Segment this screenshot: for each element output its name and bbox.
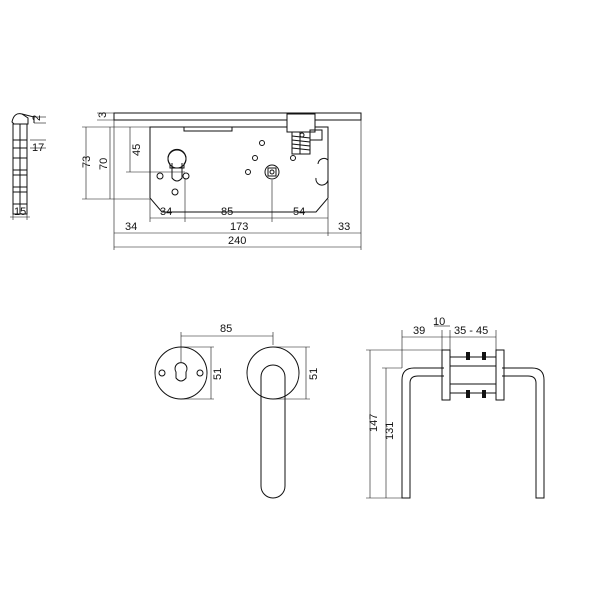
dim-side-width: 15 — [14, 206, 26, 218]
dim-row2-right: 33 — [338, 221, 350, 233]
dim-total: 240 — [228, 235, 246, 247]
side-profile-view: 2 17 15 — [10, 113, 46, 220]
dim-left: 34 — [160, 206, 172, 218]
dim-row2-left: 34 — [125, 221, 137, 233]
dim-131: 131 — [384, 422, 396, 440]
dim-door-range: 35 - 45 — [454, 325, 488, 337]
dim-center: 85 — [221, 206, 233, 218]
dim-147: 147 — [368, 414, 380, 432]
dim-row2-center: 173 — [230, 221, 248, 233]
dim-spacing: 85 — [220, 323, 232, 335]
dim-side-bolt: 17 — [32, 142, 44, 154]
front-view: 85 51 51 — [154, 323, 320, 499]
dim-height-inner: 70 — [98, 158, 110, 170]
dim-right: 54 — [293, 206, 305, 218]
dim-handle-rose-diameter: 51 — [308, 368, 320, 380]
dim-height-outer: 73 — [81, 156, 93, 168]
dim-rose-diameter: 51 — [212, 368, 224, 380]
dim-backset-vertical: 45 — [131, 144, 143, 156]
dim-10: 10 — [433, 316, 445, 328]
dim-side-top: 2 — [31, 115, 43, 121]
dim-faceplate: 3 — [97, 112, 109, 118]
lock-body-view: 3 73 70 45 34 85 54 34 173 33 240 — [81, 112, 362, 250]
dim-rose-offset: 39 — [413, 325, 425, 337]
handle-side-view: 39 10 35 - 45 147 131 — [366, 316, 545, 499]
